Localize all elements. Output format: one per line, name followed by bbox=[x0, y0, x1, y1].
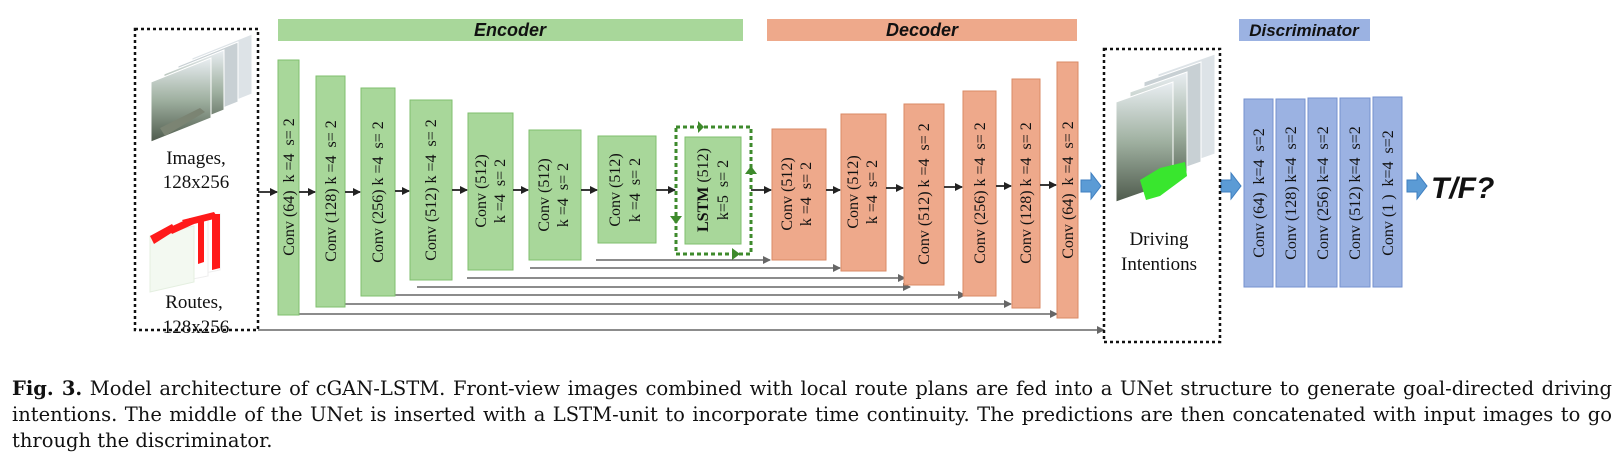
decoder-block-2: Conv (512) k =4 s= 2 bbox=[840, 113, 887, 272]
encoder-block-7: Conv (512) k =4 s= 2 bbox=[597, 135, 657, 244]
decoder-header: Decoder bbox=[767, 19, 1077, 41]
lstm-loop-arrow-top bbox=[698, 121, 704, 133]
encoder-block-3-label: Conv (256) k =4 s= 2 bbox=[370, 121, 387, 263]
discriminator-block-4: Conv (512) k=4 s=2 bbox=[1339, 97, 1371, 288]
discriminator-block-1-label: Conv (64) k=4 s=2 bbox=[1251, 128, 1268, 258]
decoder-block-1: Conv (512) k =4 s= 2 bbox=[771, 128, 827, 261]
encoder-block-2-label: Conv (128) k =4 s= 2 bbox=[323, 120, 340, 262]
input-images-thumbnail bbox=[150, 33, 253, 143]
discriminator-block-3-label: Conv (256) k=4 s=2 bbox=[1315, 126, 1332, 260]
discriminator-block-2: Conv (128) k=4 s=2 bbox=[1275, 98, 1306, 288]
decoder-blocks: Conv (512) k =4 s= 2 Conv (512) k =4 s= … bbox=[771, 61, 1079, 319]
forward-arrows bbox=[258, 181, 1057, 196]
architecture-diagram: Encoder Decoder Discriminator Images, 12… bbox=[133, 19, 1494, 344]
blue-arrow-1 bbox=[1080, 171, 1102, 201]
decoder-block-3-label: Conv (512) k =4 s= 2 bbox=[916, 123, 933, 265]
decoder-block-5: Conv (128) k =4 s= 2 bbox=[1011, 78, 1041, 309]
decoder-block-4-label: Conv (256) k =4 s= 2 bbox=[972, 122, 989, 264]
discriminator-header: Discriminator bbox=[1239, 19, 1370, 41]
blue-arrow-2 bbox=[1220, 171, 1242, 201]
routes-label-line1: Routes, bbox=[165, 292, 223, 313]
lstm-label-bold: LSTM bbox=[695, 187, 712, 232]
discriminator-block-4-label: Conv (512) k=4 s=2 bbox=[1347, 126, 1364, 260]
encoder-block-4: Conv (512) k =4 s= 2 bbox=[409, 99, 453, 281]
images-label-line1: Images, bbox=[166, 148, 226, 169]
lstm-label-rest: (512) bbox=[695, 148, 712, 187]
decoder-block-6: Conv (64) k =4 s= 2 bbox=[1056, 61, 1079, 319]
decoder-block-1-label-line1: Conv (512) bbox=[779, 157, 796, 230]
encoder-block-7-label-line2: k =4 s= 2 bbox=[627, 158, 644, 222]
discriminator-header-label: Discriminator bbox=[1249, 21, 1360, 40]
lstm-block-label-line2: k=5 s= 2 bbox=[715, 160, 732, 220]
encoder-block-6-label-line1: Conv (512) bbox=[536, 158, 553, 231]
encoder-header: Encoder bbox=[278, 19, 743, 41]
input-box: Images, 128x256 Routes, 128x256 bbox=[133, 27, 260, 338]
encoder-block-5-label-line1: Conv (512) bbox=[473, 154, 490, 227]
driving-intentions-thumbnail bbox=[1115, 53, 1216, 203]
encoder-block-5-label-line2: k =4 s= 2 bbox=[492, 159, 509, 223]
discriminator-blocks: Conv (64) k=4 s=2 Conv (128) k=4 s=2 Con… bbox=[1243, 96, 1403, 288]
discriminator-block-5: Conv (1 ) k=4 s=2 bbox=[1372, 96, 1403, 288]
lstm-block: LSTM (512) k=5 s= 2 bbox=[670, 121, 757, 260]
input-routes-thumbnail bbox=[149, 212, 221, 293]
decoder-block-6-label: Conv (64) k =4 s= 2 bbox=[1060, 121, 1077, 259]
decoder-header-label: Decoder bbox=[886, 20, 959, 40]
decoder-block-4: Conv (256) k =4 s= 2 bbox=[962, 90, 997, 297]
encoder-block-2: Conv (128) k =4 s= 2 bbox=[315, 75, 346, 308]
discriminator-block-3: Conv (256) k=4 s=2 bbox=[1307, 97, 1338, 288]
caption-text: Model architecture of cGAN-LSTM. Front-v… bbox=[12, 377, 1612, 452]
encoder-blocks: Conv (64) k =4 s= 2 Conv (128) k =4 s= 2… bbox=[277, 59, 657, 316]
discriminator-block-5-label: Conv (1 ) k=4 s=2 bbox=[1380, 130, 1397, 256]
decoder-block-5-label: Conv (128) k =4 s= 2 bbox=[1018, 122, 1035, 264]
encoder-block-3: Conv (256) k =4 s= 2 bbox=[360, 87, 396, 297]
routes-label-line2: 128x256 bbox=[163, 317, 230, 338]
encoder-block-7-label-line1: Conv (512) bbox=[607, 153, 624, 226]
decoder-block-2-label-line2: k =4 s= 2 bbox=[864, 160, 881, 224]
lstm-loop-arrow-bottom bbox=[732, 248, 740, 260]
discriminator-block-1: Conv (64) k=4 s=2 bbox=[1243, 98, 1274, 288]
encoder-block-6-label-line2: k =4 s= 2 bbox=[555, 163, 572, 227]
encoder-block-1: Conv (64) k =4 s= 2 bbox=[277, 59, 300, 316]
lstm-loop-arrow-left bbox=[670, 216, 682, 224]
intention-overlay bbox=[1140, 162, 1187, 200]
images-label-line2: 128x256 bbox=[163, 172, 230, 193]
lstm-loop-arrow-right bbox=[745, 166, 757, 174]
driving-intentions-label-line2: Intentions bbox=[1121, 254, 1197, 275]
decoder-block-3: Conv (512) k =4 s= 2 bbox=[903, 103, 945, 286]
encoder-block-5: Conv (512) k =4 s= 2 bbox=[467, 112, 514, 271]
encoder-block-6: Conv (512) k =4 s= 2 bbox=[528, 129, 582, 261]
driving-intentions-label-line1: Driving bbox=[1129, 229, 1189, 250]
decoder-block-2-label-line1: Conv (512) bbox=[845, 155, 862, 228]
skip-connections bbox=[258, 256, 1105, 334]
discriminator-output-label: T/F? bbox=[1431, 172, 1494, 205]
decoder-block-1-label-line2: k =4 s= 2 bbox=[798, 162, 815, 226]
driving-intentions-box: Driving Intentions bbox=[1102, 47, 1222, 344]
encoder-header-label: Encoder bbox=[474, 20, 547, 40]
encoder-block-4-label: Conv (512) k =4 s= 2 bbox=[423, 119, 440, 261]
encoder-block-1-label: Conv (64) k =4 s= 2 bbox=[281, 118, 298, 256]
lstm-block-label-line1: LSTM (512) bbox=[695, 148, 712, 232]
blue-arrow-3 bbox=[1406, 171, 1428, 201]
figure-caption: Fig. 3. Model architecture of cGAN-LSTM.… bbox=[12, 376, 1612, 454]
discriminator-block-2-label: Conv (128) k=4 s=2 bbox=[1283, 126, 1300, 260]
caption-label: Fig. 3. bbox=[12, 377, 83, 400]
